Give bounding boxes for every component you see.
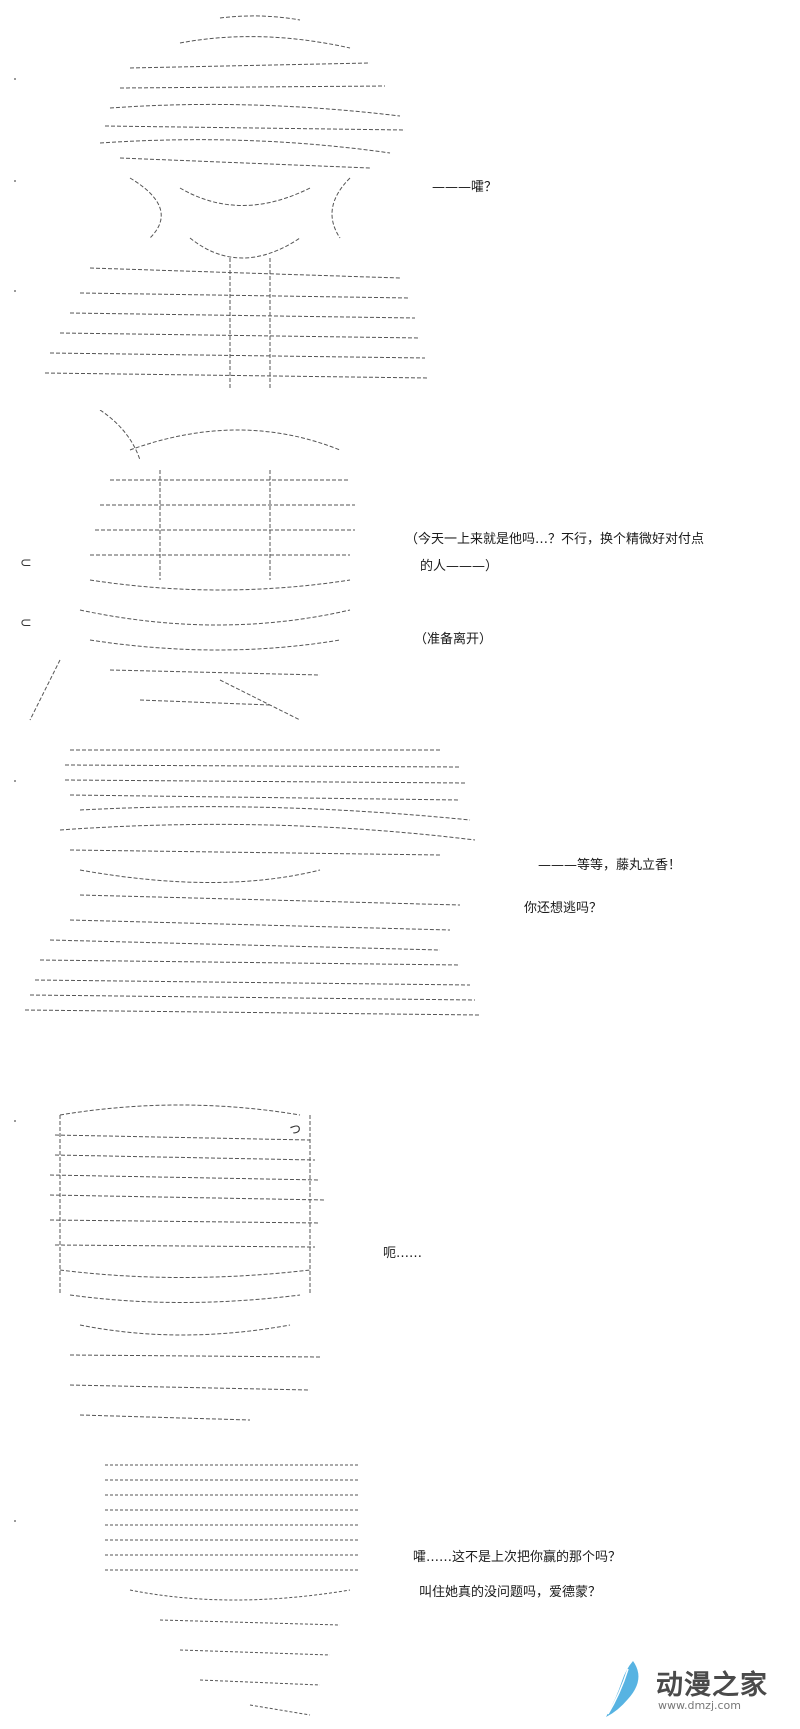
dialogue-line: ———嚯？ xyxy=(432,180,498,195)
ascii-art-drawing xyxy=(24,749,481,1016)
ascii-art-character-hat xyxy=(30,8,440,408)
watermark-url: www.dmzj.com xyxy=(658,1699,741,1712)
margin-dot xyxy=(14,780,16,782)
panel-4: っ 呃…… xyxy=(0,1090,800,1440)
ascii-art-character-flustered xyxy=(40,1095,340,1435)
ascii-art-character-shadowed xyxy=(100,1445,370,1725)
dialogue-line: 叫住她真的没问题吗，爱德蒙？ xyxy=(419,1585,602,1600)
ascii-art-drawing xyxy=(44,15,429,388)
ascii-art-drawing xyxy=(105,1464,360,1716)
dialogue-line: 你还想逃吗？ xyxy=(524,901,603,916)
sweat-mark: ⊂ xyxy=(20,555,32,571)
dialogue-line: ———等等，藤丸立香！ xyxy=(538,858,682,873)
panel-1: ———嚯？ xyxy=(0,0,800,410)
margin-dot xyxy=(14,290,16,292)
dialogue-line: 嚯……这不是上次把你赢的那个吗？ xyxy=(413,1550,622,1565)
thought-mark: っ xyxy=(288,1121,302,1137)
dialogue-line: （今天一上来就是他吗…？不行，换个精微好对付点 xyxy=(405,532,705,547)
margin-dot xyxy=(14,180,16,182)
margin-dot xyxy=(14,1520,16,1522)
ascii-art-drawing xyxy=(29,410,355,721)
dialogue-line: （准备离开） xyxy=(414,632,493,647)
panel-3: ———等等，藤丸立香！ 你还想逃吗？ xyxy=(0,735,800,1090)
site-watermark: 动漫之家 www.dmzj.com xyxy=(598,1659,788,1721)
ascii-art-character-peeking xyxy=(20,410,380,730)
panel-2: ⊂ ⊂ （今天一上来就是他吗…？不行，换个精微好对付点 的人———） （准备离开… xyxy=(0,410,800,735)
margin-dot xyxy=(14,78,16,80)
sweat-mark: ⊂ xyxy=(20,615,32,631)
watermark-text: 动漫之家 xyxy=(656,1670,768,1701)
feather-icon xyxy=(606,1661,639,1717)
ascii-art-character-cap xyxy=(20,745,510,1075)
panel-5: 嚯……这不是上次把你赢的那个吗？ 叫住她真的没问题吗，爱德蒙？ 动漫之家 www… xyxy=(0,1440,800,1729)
dialogue-line: 的人———） xyxy=(420,559,499,574)
ascii-art-drawing xyxy=(49,1104,326,1421)
dialogue-line: 呃…… xyxy=(383,1246,423,1261)
margin-dot xyxy=(14,1120,16,1122)
